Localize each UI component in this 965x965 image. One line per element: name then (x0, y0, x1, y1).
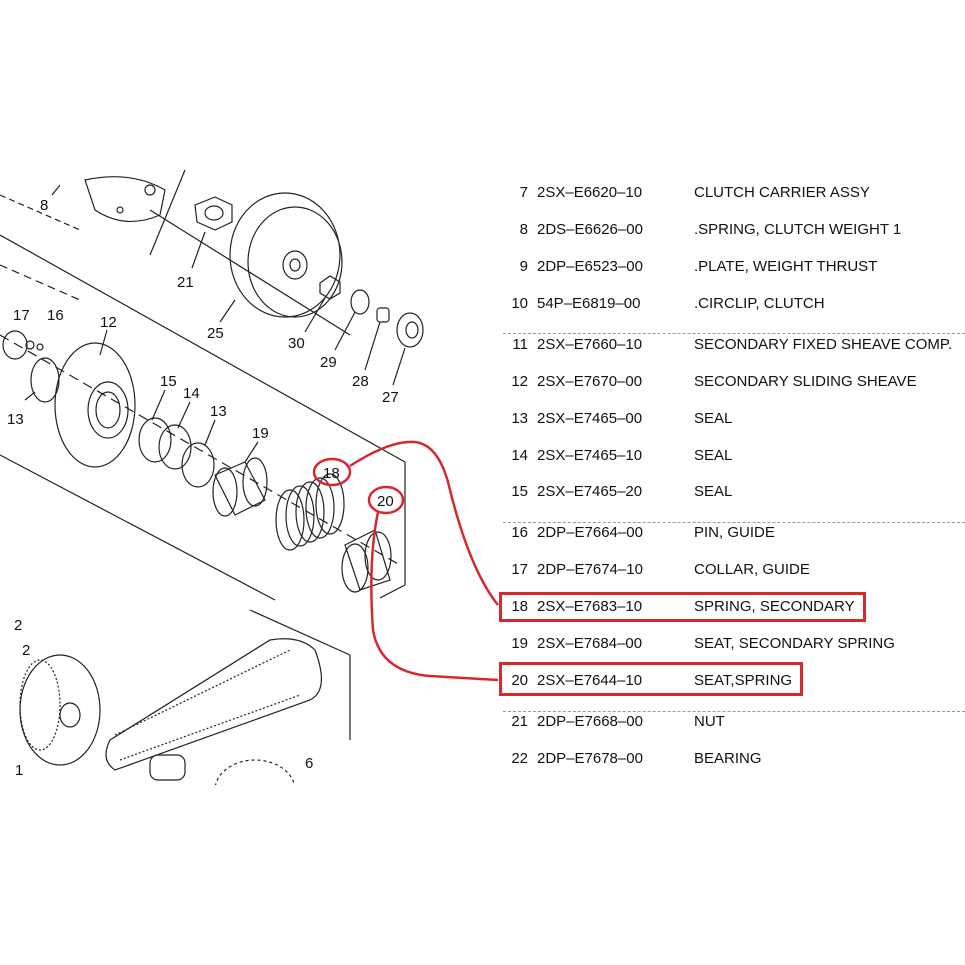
part-number-index: 20 (511, 672, 528, 689)
part-description: SEAT, SECONDARY SPRING (694, 635, 895, 652)
highlight-callout-18: 18 (312, 440, 499, 606)
group-divider (503, 333, 965, 334)
part-code: 2DP–E7664–00 (537, 524, 643, 541)
part-description: SEAL (694, 483, 733, 500)
assembly-frame-lines (0, 169, 406, 740)
callout-label: 25 (207, 325, 224, 342)
part-description: PIN, GUIDE (694, 524, 775, 541)
callout-label: 30 (288, 335, 305, 352)
part-description: SECONDARY FIXED SHEAVE COMP. (694, 336, 953, 353)
svg-text:20: 20 (377, 493, 394, 510)
slider-part (149, 754, 186, 781)
seal-part (181, 442, 215, 488)
callout-label: 21 (177, 274, 194, 291)
highlight-box-20 (499, 662, 803, 696)
part-description: SEAL (694, 447, 733, 464)
part-number-index: 8 (519, 221, 528, 238)
bearing-part (396, 312, 424, 348)
callout-label: 8 (40, 197, 48, 214)
seal-part (30, 357, 60, 403)
leader-lines (24, 184, 406, 463)
part-number-index: 21 (511, 713, 528, 730)
part-number-index: 17 (511, 561, 528, 578)
part-number-index: 13 (511, 410, 528, 427)
part-number-index: 11 (512, 336, 528, 353)
clutch-carrier-part (84, 176, 166, 223)
part-description: SPRING, SECONDARY (694, 598, 855, 615)
part-code: 2SX–E7684–00 (537, 635, 643, 652)
part-description: .PLATE, WEIGHT THRUST (694, 258, 878, 275)
part-code: 2DP–E7668–00 (537, 713, 643, 730)
callout-label: 6 (305, 755, 313, 772)
part-number-index: 16 (511, 524, 528, 541)
part-code: 2SX–E7465–00 (537, 410, 643, 427)
callout-label: 14 (183, 385, 200, 402)
callout-label: 12 (100, 314, 117, 331)
spring-seat-part (212, 457, 268, 517)
group-divider (503, 711, 965, 712)
part-description: SEAL (694, 410, 733, 427)
part-description: .CIRCLIP, CLUTCH (694, 295, 825, 312)
part-description: NUT (694, 713, 725, 730)
part-code: 2SX–E7465–20 (537, 483, 643, 500)
part-code: 2DP–E7674–10 (537, 561, 643, 578)
primary-sheave-part (19, 654, 101, 766)
callout-label: 13 (7, 411, 24, 428)
part-code: 2SX–E6620–10 (537, 184, 643, 201)
clutch-housing-part (229, 192, 343, 318)
part-code: 54P–E6819–00 (537, 295, 641, 312)
part-number-index: 12 (511, 373, 528, 390)
part-number-index: 10 (511, 295, 528, 312)
nut-part (194, 196, 233, 231)
secondary-spring-part (275, 473, 345, 551)
exploded-parts-diagram: 8 21 25 30 29 28 27 17 16 12 13 15 14 13… (0, 169, 500, 800)
nut-part-30 (319, 275, 341, 300)
part-description: CLUTCH CARRIER ASSY (694, 184, 870, 201)
part-number-index: 9 (519, 258, 528, 275)
part-description: SECONDARY SLIDING SHEAVE (694, 373, 917, 390)
callout-label: 27 (382, 389, 399, 406)
callout-label: 2 (22, 642, 30, 659)
svg-text:18: 18 (323, 465, 340, 482)
part-code: 2SX–E7670–00 (537, 373, 643, 390)
collar-part (376, 307, 390, 323)
v-belt-part (105, 638, 322, 771)
part-code: 2SX–E7660–10 (537, 336, 643, 353)
group-divider (503, 522, 965, 523)
part-code: 2SX–E7644–10 (537, 672, 643, 689)
callout-label: 1 (15, 762, 23, 779)
part-description: BEARING (694, 750, 762, 767)
callout-label: 19 (252, 425, 269, 442)
part-number-index: 18 (511, 598, 528, 615)
callout-label: 29 (320, 354, 337, 371)
part-description: .SPRING, CLUTCH WEIGHT 1 (694, 221, 902, 238)
highlight-callout-20: 20 (367, 485, 499, 682)
collar-guide-part (25, 340, 35, 350)
pin-part (2, 330, 28, 360)
part-number-index: 7 (519, 184, 528, 201)
highlight-box-18 (499, 592, 866, 622)
part-code: 2SX–E7465–10 (537, 447, 643, 464)
callout-label: 2 (14, 617, 22, 634)
callout-label: 17 (13, 307, 30, 324)
part-description: SEAT,SPRING (694, 672, 793, 689)
part-code: 2DP–E7678–00 (537, 750, 643, 767)
callout-label: 28 (352, 373, 369, 390)
part-code: 2DS–E6626–00 (537, 221, 643, 238)
callout-label: 15 (160, 373, 177, 390)
part-number-index: 22 (511, 750, 528, 767)
part-number-index: 15 (511, 483, 528, 500)
part-number-index: 19 (511, 635, 528, 652)
seal-part (138, 417, 172, 463)
callout-label: 16 (47, 307, 64, 324)
circlip-part (350, 289, 370, 315)
seal-part (158, 424, 192, 470)
part-code: 2DP–E6523–00 (537, 258, 643, 275)
seat-spring-part (341, 529, 392, 593)
part-code: 2SX–E7683–10 (537, 598, 643, 615)
sliding-sheave-part (54, 342, 136, 468)
part-number-index: 14 (511, 447, 528, 464)
part-description: COLLAR, GUIDE (694, 561, 810, 578)
callout-label: 13 (210, 403, 227, 420)
